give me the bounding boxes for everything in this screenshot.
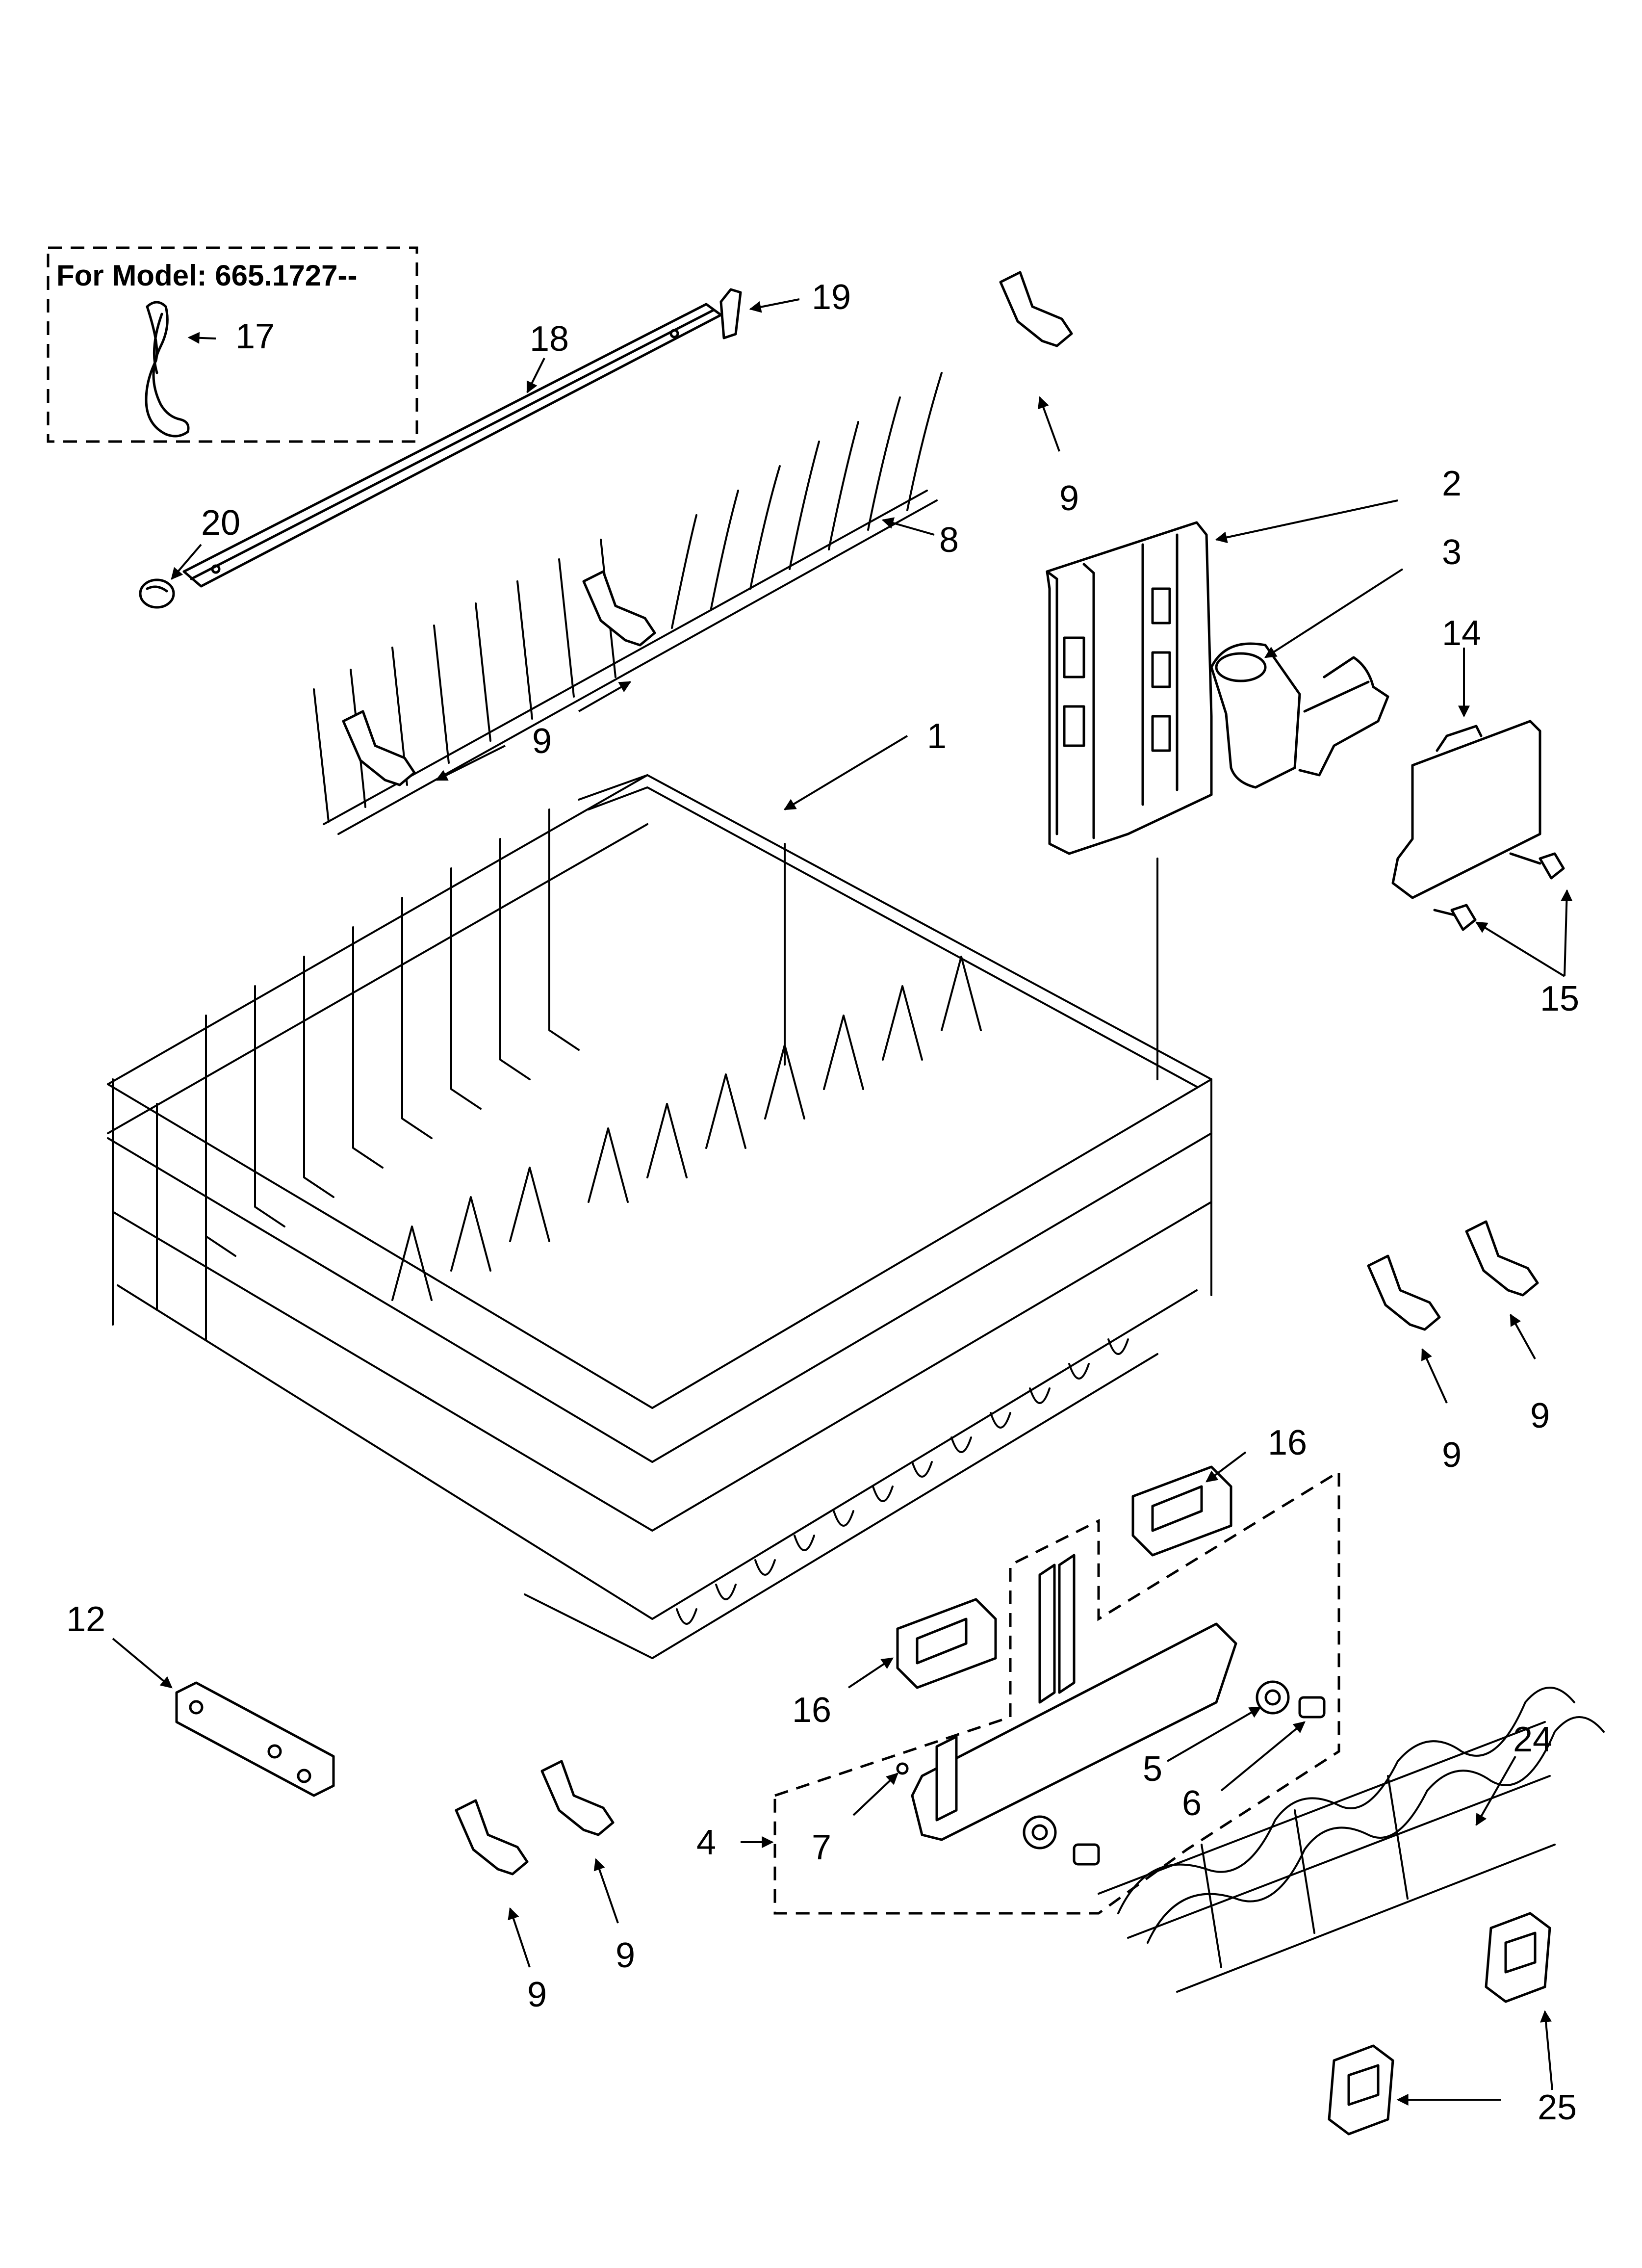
part-16-latches [847,1451,1247,1689]
part-4-assembly [741,1469,1340,1915]
callout-3: 3 [1442,533,1462,572]
callout-19: 19 [812,278,851,317]
callout-16-left: 16 [792,1691,831,1730]
part-9-clips [342,271,1539,1968]
callout-1: 1 [927,717,947,756]
model-label: For Model: 665.1727-- [56,259,358,292]
callout-18: 18 [530,319,569,359]
callout-15: 15 [1540,979,1579,1018]
part-1-upper-rack [107,735,1212,1659]
callout-9-bottom-a: 9 [527,1975,547,2014]
callout-17: 17 [235,317,275,356]
part-24-insert [1098,1687,1605,1993]
part-3-adjuster [1210,568,1404,789]
callout-8: 8 [939,521,959,560]
callout-24: 24 [1513,1720,1552,1759]
callout-12: 12 [66,1600,105,1639]
part-17-cable [145,301,216,438]
callout-9-right-a: 9 [1442,1435,1462,1475]
callout-4: 4 [696,1823,716,1862]
callout-20: 20 [201,503,240,543]
part-14-cover [1391,648,1541,899]
part-20-cap [139,544,202,609]
callout-7: 7 [812,1828,831,1867]
part-2-rail [1046,499,1398,855]
callout-2: 2 [1442,464,1462,503]
callout-9-top: 9 [1059,479,1079,518]
part-12-bracket [112,1638,335,1797]
part-25-latches [1328,1912,1553,2136]
part-8-tine-rack [313,372,943,835]
part-15-screws [1433,852,1573,977]
callout-9-bottom-b: 9 [616,1936,635,1975]
callout-25: 25 [1538,2088,1577,2127]
callout-16-right: 16 [1268,1423,1307,1462]
callout-9-right-b: 9 [1530,1396,1550,1435]
callout-14: 14 [1442,614,1481,653]
callout-5: 5 [1143,1749,1162,1789]
callout-9-rack: 9 [532,722,552,761]
part-19-clip [719,288,800,339]
part-5-6-7-wheels [852,1680,1326,1866]
model-box [47,246,418,443]
callout-6: 6 [1182,1784,1202,1823]
